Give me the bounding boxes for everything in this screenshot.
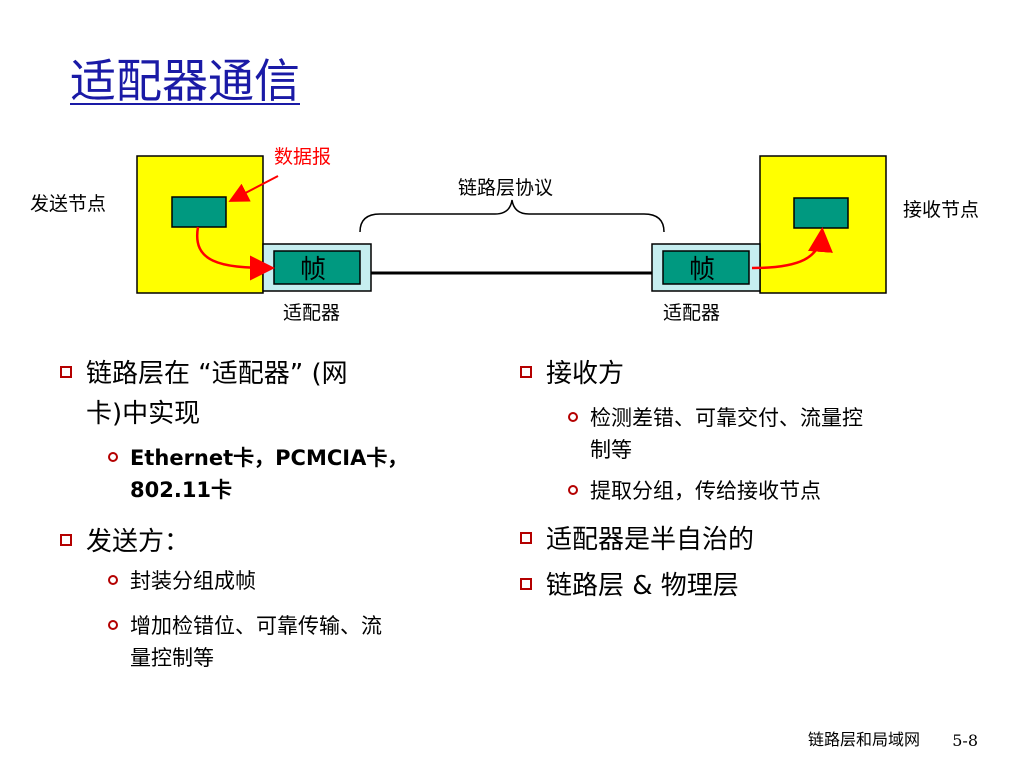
square-bullet-icon bbox=[520, 532, 532, 544]
ring-bullet-icon bbox=[568, 485, 578, 495]
ring-bullet-icon bbox=[108, 452, 118, 462]
subbullet-error-bits: 增加检错位、可靠传输、流 量控制等 bbox=[108, 610, 382, 674]
sender-packet bbox=[171, 196, 227, 228]
subbullet-extract: 提取分组，传给接收节点 bbox=[568, 475, 821, 507]
receiver-packet bbox=[793, 197, 849, 229]
protocol-label: 链路层协议 bbox=[458, 177, 554, 199]
decapsulate-arrow bbox=[751, 227, 833, 270]
sender-label: 发送节点 bbox=[30, 193, 107, 215]
page-number: 5-8 bbox=[952, 731, 978, 750]
square-bullet-icon bbox=[60, 534, 72, 546]
datagram-pointer-arrow bbox=[228, 175, 279, 202]
ring-bullet-icon bbox=[108, 620, 118, 630]
receiver-label: 接收节点 bbox=[903, 199, 980, 221]
encapsulate-arrow bbox=[195, 226, 275, 281]
square-bullet-icon bbox=[520, 366, 532, 378]
square-bullet-icon bbox=[520, 578, 532, 590]
subbullet-encapsulate: 封装分组成帧 bbox=[108, 565, 256, 597]
slide-title: 适配器通信 bbox=[70, 54, 300, 108]
subbullet-cards: Ethernet卡，PCMCIA卡， 802.11卡 bbox=[108, 442, 408, 506]
adapter-diagram bbox=[136, 155, 887, 294]
left-frame-label: 帧 bbox=[300, 255, 327, 285]
ring-bullet-icon bbox=[568, 412, 578, 422]
bullet-semi-autonomous: 适配器是半自治的 bbox=[520, 520, 754, 560]
datagram-label: 数据报 bbox=[274, 146, 332, 168]
square-bullet-icon bbox=[60, 366, 72, 378]
right-frame-label: 帧 bbox=[689, 255, 716, 285]
bullet-link-physical: 链路层 & 物理层 bbox=[520, 566, 739, 606]
left-adapter-label: 适配器 bbox=[283, 302, 341, 324]
subbullet-detect-errors: 检测差错、可靠交付、流量控 制等 bbox=[568, 402, 863, 466]
footer-chapter: 链路层和局域网 bbox=[807, 730, 920, 749]
ring-bullet-icon bbox=[108, 575, 118, 585]
bullet-receiver: 接收方 bbox=[520, 354, 624, 394]
right-adapter-label: 适配器 bbox=[663, 302, 721, 324]
bullet-adapter-impl: 链路层在 “适配器” (网 卡)中实现 bbox=[60, 354, 348, 434]
protocol-brace bbox=[359, 199, 665, 233]
right-frame-box bbox=[662, 250, 750, 285]
bullet-sender: 发送方： bbox=[60, 522, 190, 562]
